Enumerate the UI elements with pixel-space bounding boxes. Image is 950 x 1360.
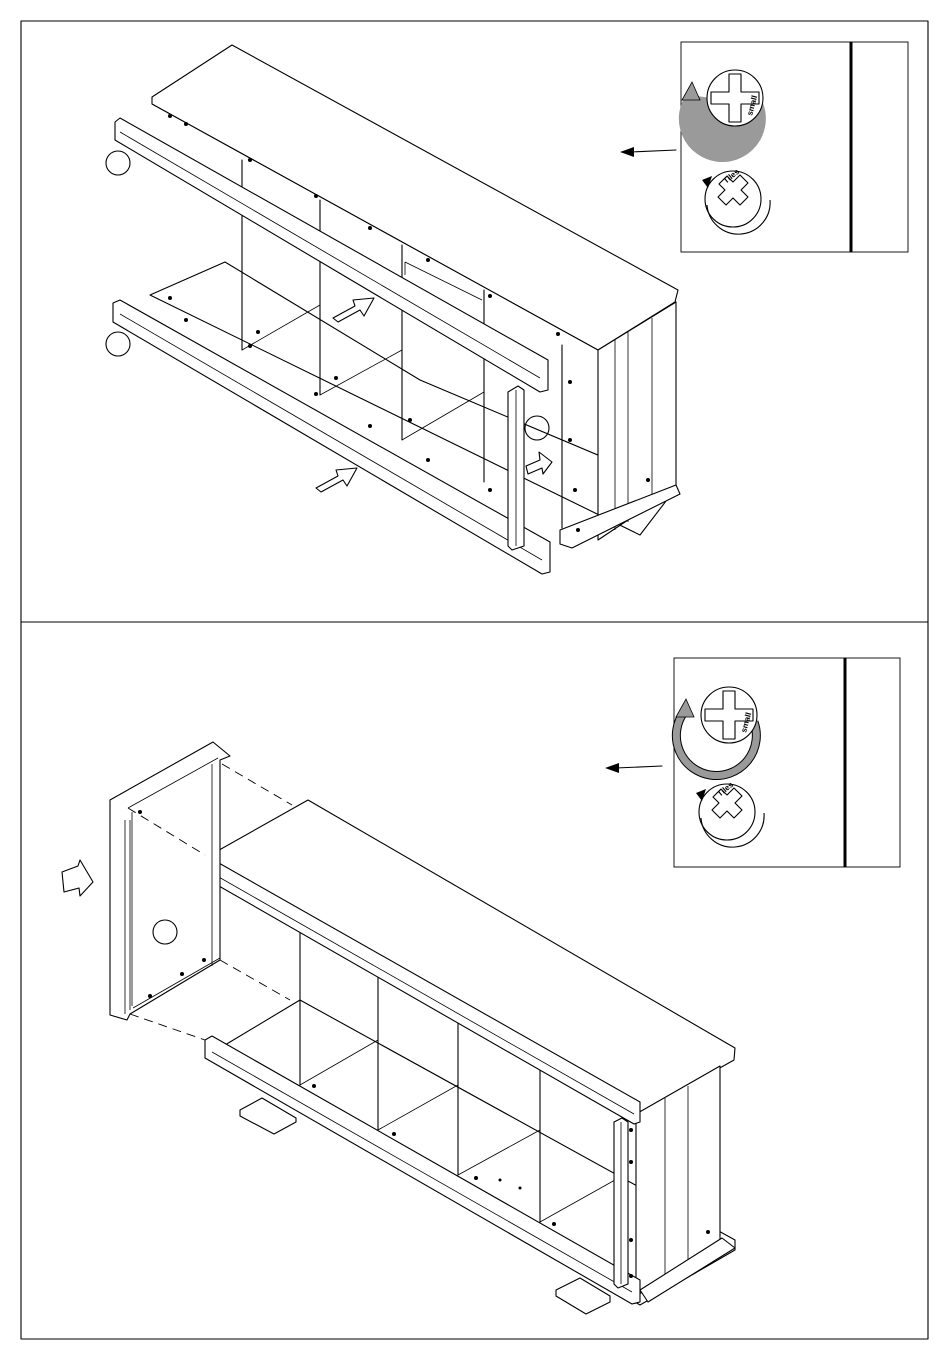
step-a-illustration — [106, 45, 680, 574]
alignment-guide-top — [222, 764, 292, 805]
callout-leader-arrowhead-a — [620, 147, 634, 157]
alignment-guide-lower — [220, 960, 290, 1000]
alignment-guide-bottom — [130, 1014, 205, 1040]
step-a-screw-callout: small Tiles — [681, 42, 908, 252]
callout-leader-a — [630, 150, 676, 152]
insert-arrow-1 — [333, 298, 374, 322]
part-marker-1 — [106, 151, 130, 175]
step-b-illustration — [62, 742, 735, 1314]
callout-leader-arrowhead-b — [605, 763, 619, 773]
insert-arrow-left-panel — [62, 860, 93, 896]
callout-leader-b — [616, 766, 662, 768]
insert-arrow-2 — [316, 468, 357, 492]
step-b-screw-callout: small Tiles — [674, 658, 900, 867]
part-marker-2 — [106, 332, 130, 356]
